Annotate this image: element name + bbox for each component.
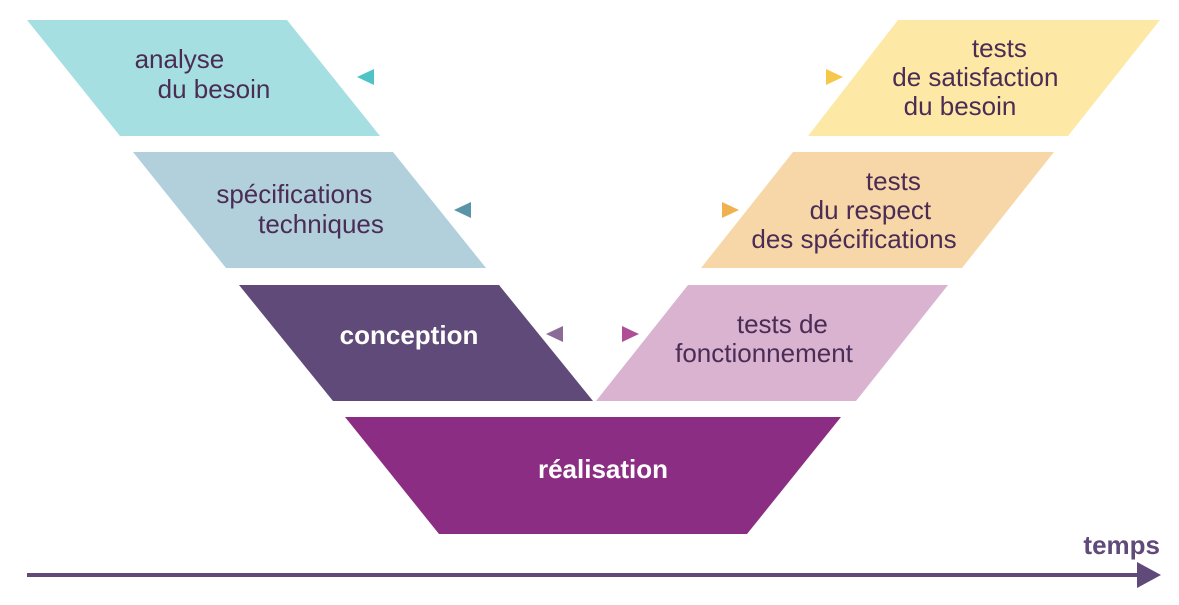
svg-text:conception: conception [340,320,479,350]
svg-text:tests de fonctionnement: tests de fonctionnement [675,309,854,368]
stage-label-line: des spécifications [751,224,956,254]
arrowhead-left-icon [357,69,374,85]
arrowhead-right-icon [826,69,843,85]
stage-label-line: réalisation [538,454,668,484]
stage-shape [27,20,380,136]
stage-shape [345,417,841,534]
arrowhead-right-icon [622,326,639,342]
stage-label-line: du besoin [904,91,1017,121]
stage-specifications-techniques: spécifications techniques [133,152,486,268]
stage-label-line: du respect [810,195,932,225]
stage-shape [701,152,1054,268]
stage-analyse-du-besoin: analyse du besoin [27,20,380,136]
stage-label-line: spécifications [216,179,372,209]
stage-realisation: réalisation [345,417,841,534]
stage-label-line: conception [340,320,479,350]
stage-label-line: de satisfaction [892,62,1058,92]
stage-label-line: fonctionnement [675,338,854,368]
stage-label-line: tests de [737,309,828,339]
svg-text:tests du respect d: tests du respect des spécifications [751,166,956,254]
arrowhead-left-icon [454,202,471,218]
link-conception-to-fonctionnement [546,326,639,342]
stage-shape [596,285,948,401]
svg-text:tests de satisfaction: tests de satisfaction du besoin [892,33,1065,121]
stage-tests-de-satisfaction: tests de satisfaction du besoin [808,20,1160,136]
stage-tests-du-respect: tests du respect des spécifications [701,152,1054,268]
arrow-right-icon [1137,562,1161,588]
stage-tests-de-fonctionnement: tests de fonctionnement [596,285,948,401]
stage-shape [808,20,1160,136]
arrowhead-right-icon [722,202,739,218]
time-axis: temps [27,530,1161,588]
stage-shape [239,285,593,401]
stage-label-line: tests [866,166,921,196]
svg-text:analyse du besoin: analyse du besoin [135,44,271,104]
stage-label-line: techniques [258,209,384,239]
stage-shape [133,152,486,268]
stage-label-line: tests [972,33,1027,63]
arrowhead-left-icon [546,326,563,342]
stage-label-line: analyse [135,44,225,74]
svg-text:spécifications technique: spécifications techniques [216,179,384,239]
svg-text:réalisation: réalisation [538,454,668,484]
stage-conception: conception [239,285,593,401]
link-specifications-to-respect [454,202,739,218]
stage-label-line: du besoin [158,74,271,104]
time-axis-label: temps [1083,530,1160,560]
link-analyse-to-satisfaction [357,69,843,85]
